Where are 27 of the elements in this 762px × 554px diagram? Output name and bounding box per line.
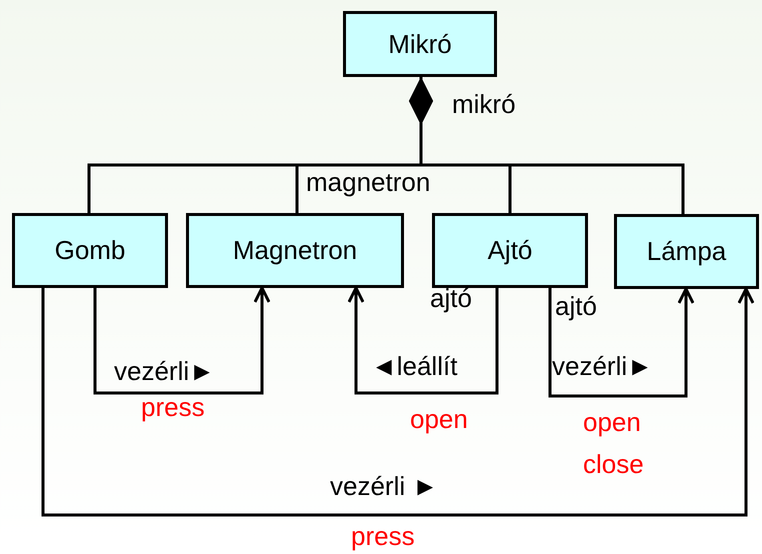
association-arrow <box>348 286 498 394</box>
edge-label: ◄leállít <box>371 352 458 381</box>
class-box <box>343 11 497 77</box>
class-name: Lámpa <box>646 236 726 267</box>
role-label: ajtó <box>555 292 597 321</box>
composition-line <box>409 77 684 214</box>
event-label: open close <box>583 406 645 481</box>
class-box <box>614 214 759 289</box>
association-arrow <box>548 288 694 398</box>
role-label: ajtó <box>430 284 472 313</box>
edge-label: vezérli► <box>552 352 653 381</box>
association-arrow <box>42 288 754 516</box>
association-arrow <box>94 286 270 394</box>
edge-label: magnetron <box>306 168 430 197</box>
class-name: Gomb <box>54 235 126 266</box>
class-box <box>186 213 404 288</box>
event-label: press <box>141 393 205 422</box>
class-name: Magnetron <box>232 235 358 266</box>
edge-label: vezérli ► <box>330 472 438 501</box>
class-box <box>12 213 168 288</box>
class-box <box>432 213 588 288</box>
event-label: open <box>410 405 468 434</box>
class-name: Ajtó <box>488 235 532 266</box>
role-label: mikró <box>452 90 516 119</box>
event-label: press <box>351 522 415 551</box>
edge-label: vezérli► <box>114 357 215 386</box>
class-name: Mikró <box>388 28 452 60</box>
